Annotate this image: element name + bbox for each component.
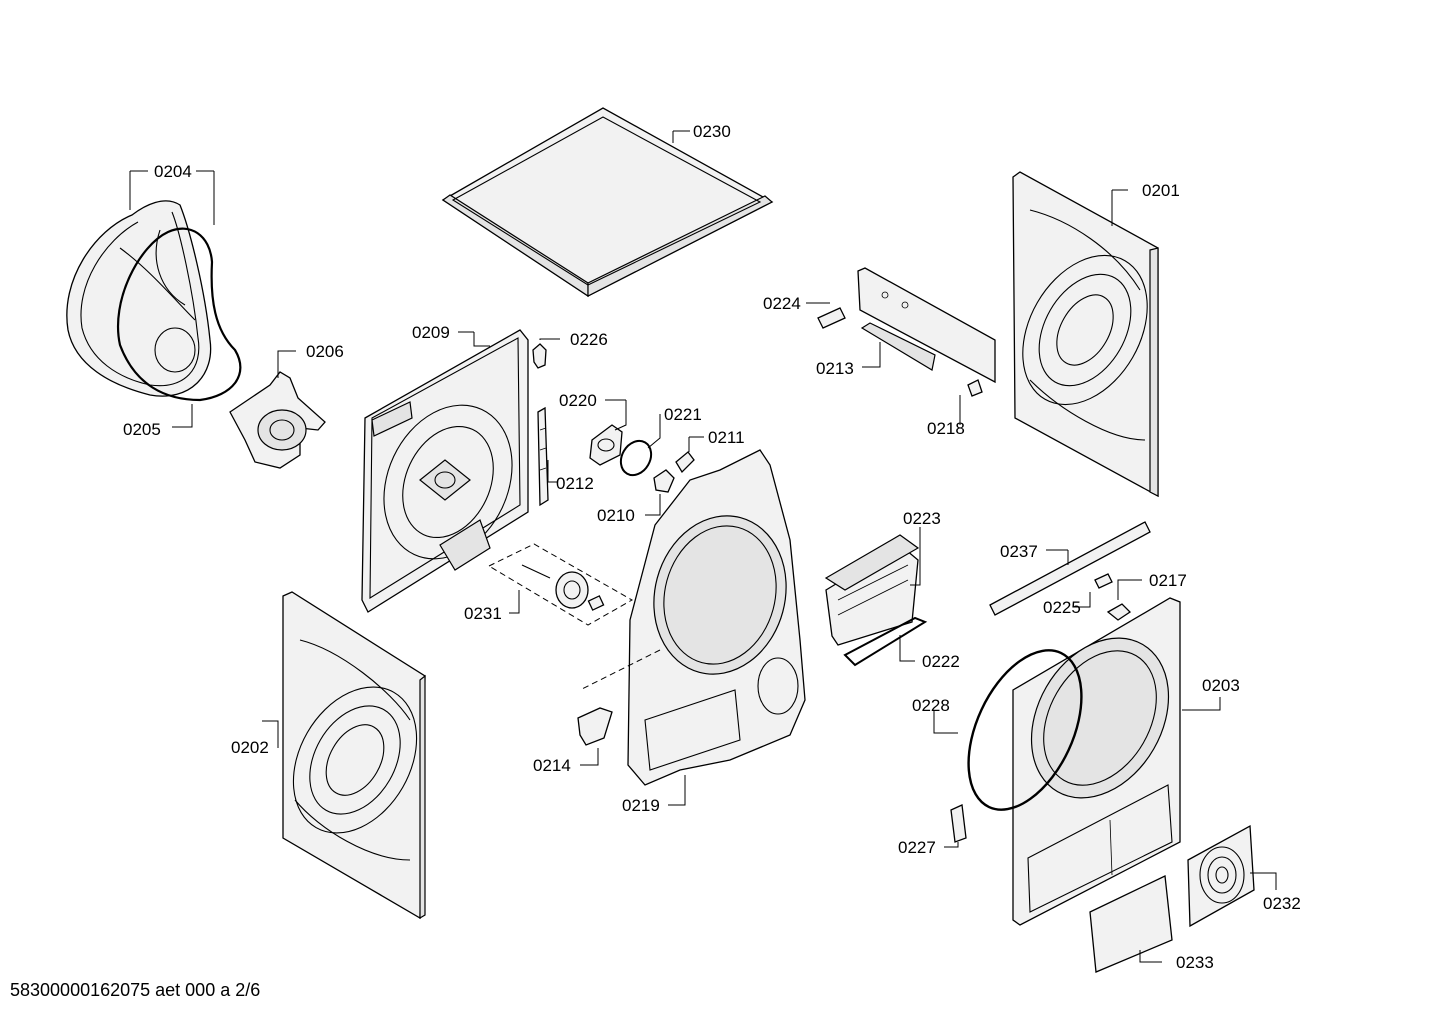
label-0228: 0228: [912, 696, 950, 715]
label-0217: 0217: [1149, 571, 1187, 590]
part-0225-clip: [1073, 573, 1113, 608]
part-0210-connector: [645, 469, 675, 516]
label-0226: 0226: [570, 330, 608, 349]
label-0201: 0201: [1142, 181, 1180, 200]
label-0218: 0218: [927, 419, 965, 438]
part-0205-seal-ring: [117, 227, 242, 428]
part-0201-side-panel-right: [1012, 171, 1159, 498]
part-0202-side-panel-left: [262, 591, 426, 920]
part-0204-rear-panel: [66, 170, 215, 397]
label-0202: 0202: [231, 738, 269, 757]
label-0212: 0212: [556, 474, 594, 493]
part-0230-top-cover: [441, 107, 774, 298]
part-0224-switch: [806, 302, 846, 329]
label-0225: 0225: [1043, 598, 1081, 617]
part-0232-grille: [1187, 824, 1277, 928]
part-0219-bearing-shield: [579, 449, 806, 806]
label-0231: 0231: [464, 604, 502, 623]
part-0237-rail: [989, 521, 1151, 616]
part-0226-clip: [532, 338, 560, 369]
label-0227: 0227: [898, 838, 936, 857]
label-0214: 0214: [533, 756, 571, 775]
label-0220: 0220: [559, 391, 597, 410]
part-0211-nozzle: [675, 436, 704, 474]
label-0222: 0222: [922, 652, 960, 671]
label-0205: 0205: [123, 420, 161, 439]
part-0221-gasket: [619, 414, 661, 477]
label-0210: 0210: [597, 506, 635, 525]
part-0206-fan-housing: [229, 350, 326, 469]
label-0206: 0206: [306, 342, 344, 361]
part-0222-filter-seal: [843, 616, 928, 667]
part-0214-latch: [577, 707, 613, 766]
part-0223-filter: [824, 527, 921, 646]
part-0231-bearing-set: [487, 543, 634, 626]
part-0227-latch-plate: [944, 804, 967, 848]
label-0204: 0204: [154, 162, 192, 181]
label-0209: 0209: [412, 323, 450, 342]
label-0230: 0230: [693, 122, 731, 141]
label-0219: 0219: [622, 796, 660, 815]
label-0213: 0213: [816, 359, 854, 378]
part-0228-door-seal: [933, 649, 1083, 811]
part-0218-holder: [959, 379, 983, 425]
part-0213-control-bracket: [857, 267, 996, 384]
part-0217-hinge: [1106, 579, 1142, 621]
label-0232: 0232: [1263, 894, 1301, 913]
label-0233: 0233: [1176, 953, 1214, 972]
drawing-number: 58300000162075 aet 000 a 2/6: [10, 980, 261, 1000]
part-0212-bracket: [537, 406, 558, 507]
part-0220-sensor: [589, 399, 627, 466]
part-0203-front-panel: [1012, 597, 1221, 926]
label-0237: 0237: [1000, 542, 1038, 561]
label-0224: 0224: [763, 294, 801, 313]
label-0203: 0203: [1202, 676, 1240, 695]
part-0233-service-cover: [1089, 875, 1173, 973]
label-0221: 0221: [664, 405, 702, 424]
label-0223: 0223: [903, 509, 941, 528]
label-0211: 0211: [708, 428, 745, 447]
part-0209-back-wall: [361, 329, 529, 613]
